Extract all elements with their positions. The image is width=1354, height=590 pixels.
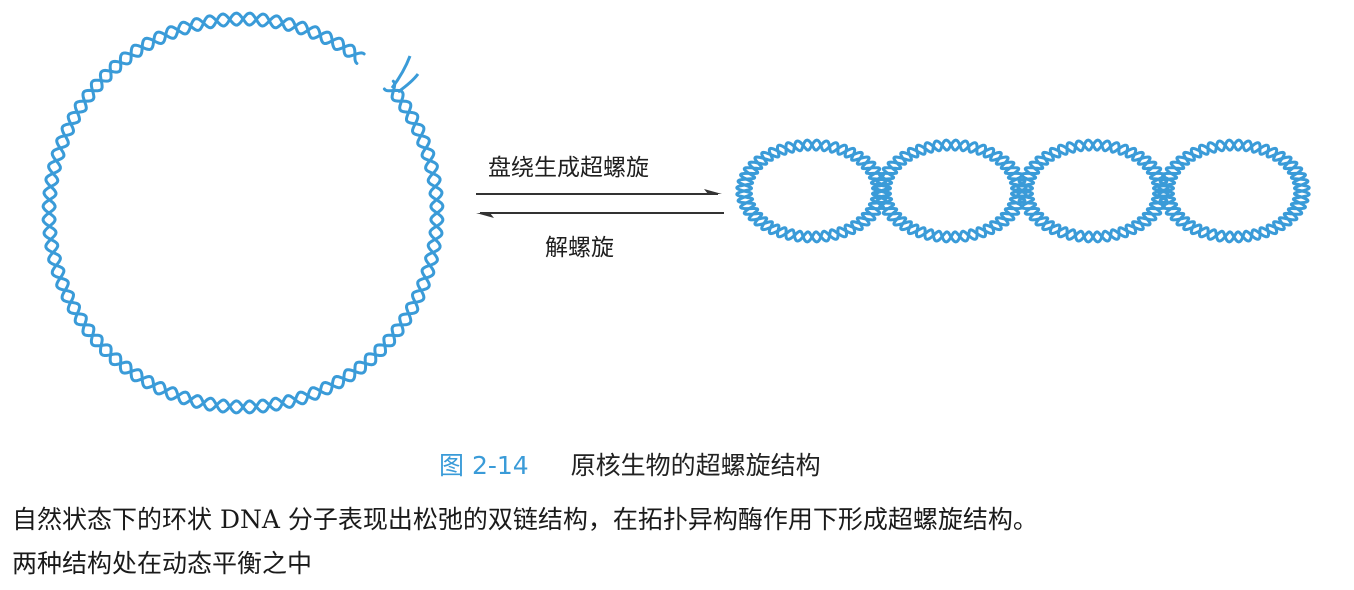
supercoil-loop-strand (1157, 138, 1311, 244)
supercoil-loop-strand (1016, 138, 1170, 244)
description-line-1: 自然状态下的环状 DNA 分子表现出松弛的双链结构，在拓扑异构酶作用下形成超螺旋… (12, 505, 1038, 534)
supercoil-loop-strand (874, 138, 1028, 244)
relaxed-strand-a (41, 11, 445, 415)
relaxed-strand-end (390, 55, 412, 89)
unwinding-label: 解螺旋 (545, 235, 614, 261)
figure-title: 原核生物的超螺旋结构 (570, 451, 821, 480)
figure-number: 图 2-14 (439, 451, 529, 480)
supercoiled-dna-icon (735, 138, 1311, 244)
supercoil-loop-strand (874, 138, 1028, 244)
relaxed-strand-b (41, 11, 445, 415)
dna-supercoil-diagram (41, 11, 1311, 415)
supercoil-loop-strand (1157, 138, 1311, 244)
supercoil-formation-label: 盘绕生成超螺旋 (488, 155, 649, 181)
supercoil-loop-strand (1016, 138, 1170, 244)
relaxed-circular-dna-icon (41, 11, 445, 415)
relaxed-strand-end (397, 73, 420, 94)
reverse-arrow (476, 212, 724, 218)
forward-arrow (476, 189, 722, 195)
description-line-2: 两种结构处在动态平衡之中 (12, 549, 313, 578)
supercoil-loop-strand (735, 138, 889, 244)
figure-caption: 图 2-14 原核生物的超螺旋结构 (439, 446, 821, 482)
supercoil-loop-strand (735, 138, 889, 244)
